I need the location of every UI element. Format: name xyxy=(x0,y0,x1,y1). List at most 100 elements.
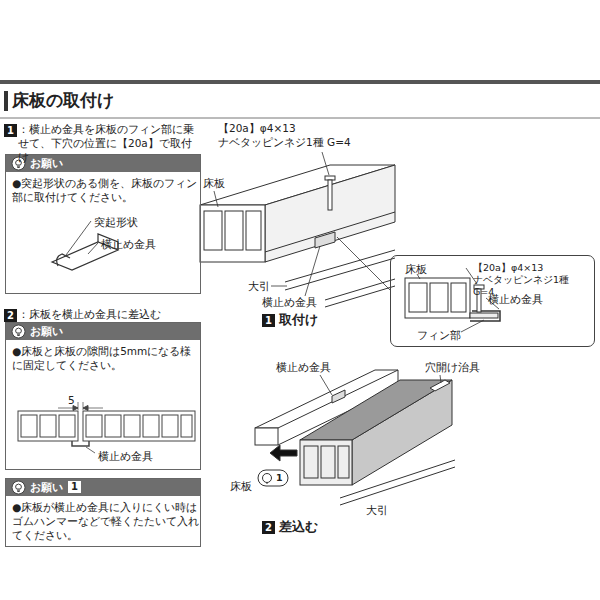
part-label: 横止め金具 xyxy=(98,449,153,463)
install-illustration xyxy=(265,165,395,262)
part-label: 突起形状 xyxy=(94,215,138,229)
step-number: 2 xyxy=(262,521,275,534)
insert-illustration xyxy=(270,445,297,461)
bulb-icon xyxy=(16,328,22,336)
install-illustration xyxy=(328,180,332,210)
clip-drawing xyxy=(57,254,70,266)
board-gap-profile xyxy=(181,415,192,437)
part-label: 横止め金具 xyxy=(488,292,543,306)
step-caption: 差込む xyxy=(279,519,318,535)
board-gap-profile xyxy=(105,415,121,437)
install-illustration xyxy=(214,191,218,207)
bulb-icon xyxy=(16,484,22,492)
insert-illustration xyxy=(430,380,450,391)
install-illustration xyxy=(225,211,243,250)
install-illustration xyxy=(285,258,395,290)
bulb-icon xyxy=(11,324,26,339)
step-caption: 取付け xyxy=(279,312,318,328)
insert-illustration xyxy=(340,460,455,498)
notice-heading: お願い xyxy=(30,155,63,172)
clip-drawing xyxy=(66,221,91,255)
install-illustration xyxy=(246,211,261,250)
inset-detail xyxy=(409,283,427,312)
bulb-icon xyxy=(12,481,25,494)
page-rules xyxy=(0,118,600,119)
install-illustration xyxy=(315,232,335,248)
notice-box: お願い ●突起形状のある側を、床板のフィン部に取付けてください。突起形状横止め金具 xyxy=(5,154,201,294)
install-illustration xyxy=(200,205,265,262)
notice-box: お願い●床板と床板の隙間は5mmになる様に固定してください。5横止め金具 xyxy=(5,322,201,470)
insert-illustration xyxy=(263,474,272,483)
step-instruction: ：床板を横止め金具に差込む xyxy=(18,307,200,321)
board-gap-profile xyxy=(18,402,195,453)
insert-illustration xyxy=(332,390,345,403)
detail-inset: 床板 【20a】φ4×13 ナベタッピンネジ1種 G=4横止め金具フィン部 xyxy=(390,255,595,347)
install-illustration xyxy=(271,286,287,287)
bulb-icon xyxy=(12,325,25,338)
part-label: 大引 xyxy=(248,279,270,293)
insert-illustration xyxy=(321,446,335,478)
part-label: 床板 xyxy=(405,262,427,276)
page-rules xyxy=(4,91,8,111)
step-number: 1 xyxy=(262,314,275,327)
callout-number: 1 xyxy=(276,472,283,484)
inset-detail xyxy=(451,283,466,312)
insert-illustration xyxy=(300,440,352,485)
inset-detail xyxy=(470,311,500,321)
inset-detail xyxy=(430,283,448,312)
step-instruction: ：横止め金具を床板のフィン部に乗せて、下穴の位置に【20a】で取付け xyxy=(18,122,200,164)
board-gap-profile xyxy=(162,415,178,437)
part-label: 横止め金具 xyxy=(101,237,156,251)
bulb-icon xyxy=(11,480,26,495)
insert-illustration xyxy=(440,375,441,383)
install-illustration xyxy=(322,152,329,175)
screw-spec: 【20a】φ4×13 ナベタッピンネジ1種 G=4 xyxy=(473,262,591,298)
callout-number: 1 xyxy=(68,481,81,493)
board-gap-profile xyxy=(72,441,89,446)
page-rules xyxy=(0,80,600,84)
part-label: 大引 xyxy=(366,503,388,517)
board-gap-profile xyxy=(86,415,102,437)
notice-body: ●突起形状のある側を、床板のフィン部に取付けてください。 xyxy=(12,176,200,204)
part-label: 床板 xyxy=(203,176,225,190)
page-rules xyxy=(0,80,600,118)
install-illustration xyxy=(204,211,222,250)
insert-illustration xyxy=(320,375,332,395)
install-illustration xyxy=(285,250,395,282)
install-illustration xyxy=(305,246,320,296)
notice-box: お願い 1 ●床板が横止め金具に入りにくい時はゴムハンマーなどで軽くたたいて入れてく… xyxy=(5,478,201,547)
page-title: 床板の取付け xyxy=(12,89,114,111)
inset-detail xyxy=(470,313,498,318)
board-gap-profile xyxy=(21,415,37,437)
inset-detail xyxy=(461,320,484,332)
part-label: 横止め金具 xyxy=(262,295,317,309)
notice-heading: お願い xyxy=(30,323,63,340)
clip-drawing xyxy=(88,243,98,254)
board-gap-profile xyxy=(73,406,78,411)
insert-illustration xyxy=(267,483,268,485)
board-gap-profile xyxy=(40,415,56,437)
dimension-label: 5 xyxy=(68,393,75,407)
part-label: 横止め金具 xyxy=(276,360,331,374)
board-gap-profile xyxy=(83,406,88,411)
board-gap-profile xyxy=(124,415,140,437)
insert-illustration xyxy=(258,470,288,486)
board-gap-profile xyxy=(83,402,84,410)
notice-heading: お願い xyxy=(30,479,63,496)
screw-spec: 【20a】φ4×13 ナベタッピンネジ1種 G=4 xyxy=(218,121,368,149)
board-gap-profile xyxy=(86,447,95,453)
install-illustration xyxy=(200,152,395,307)
insert-illustration xyxy=(255,370,455,505)
board-gap-profile xyxy=(18,411,78,441)
inset-detail xyxy=(405,278,470,318)
board-gap-profile xyxy=(59,415,75,437)
insert-illustration xyxy=(340,467,455,505)
notice-body: ●床板が横止め金具に入りにくい時はゴムハンマーなどで軽くたたいて入れてください。 xyxy=(12,500,200,542)
part-label: フィン部 xyxy=(417,328,461,342)
part-label: 穴開け治具 xyxy=(425,360,480,374)
board-gap-profile xyxy=(83,411,195,441)
install-illustration xyxy=(337,237,390,290)
insert-illustration xyxy=(300,380,452,440)
install-illustration xyxy=(325,286,395,307)
